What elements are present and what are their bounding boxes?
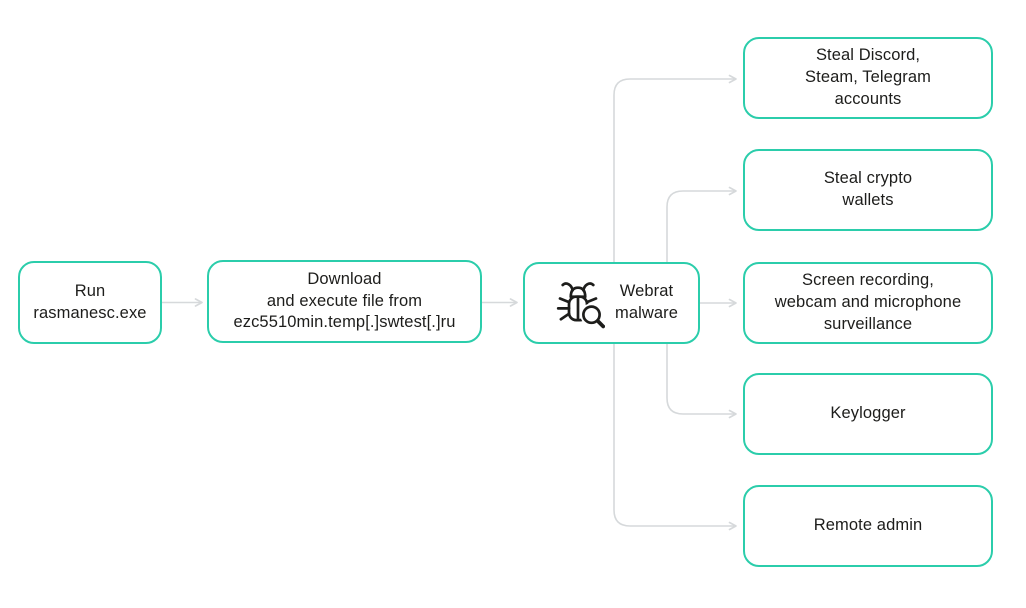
node-steal-accounts-label: Steal Discord, Steam, Telegram accounts — [805, 46, 931, 108]
node-steal-crypto-wallets-label: Steal crypto wallets — [823, 169, 913, 209]
node-keylogger-label: Keylogger — [830, 404, 906, 423]
bug-search-icon — [551, 276, 605, 330]
node-surveillance: Screen recording, webcam and microphone … — [743, 262, 993, 344]
node-download-execute: Download and execute file from ezc5510mi… — [207, 260, 482, 343]
node-webrat-malware-label: Webrat malware — [614, 282, 679, 322]
node-steal-crypto-wallets: Steal crypto wallets — [743, 149, 993, 231]
node-run-exe-label: Run rasmanesc.exe — [33, 281, 147, 322]
node-keylogger: Keylogger — [743, 373, 993, 455]
node-remote-admin: Remote admin — [743, 485, 993, 567]
node-surveillance-label: Screen recording, webcam and microphone … — [774, 271, 962, 333]
node-run-exe: Run rasmanesc.exe — [18, 261, 162, 344]
node-webrat-malware: Webrat malware — [523, 262, 700, 344]
node-remote-admin-label: Remote admin — [813, 516, 923, 535]
node-steal-accounts: Steal Discord, Steam, Telegram accounts — [743, 37, 993, 119]
node-download-execute-label: Download and execute file from ezc5510mi… — [233, 269, 456, 332]
